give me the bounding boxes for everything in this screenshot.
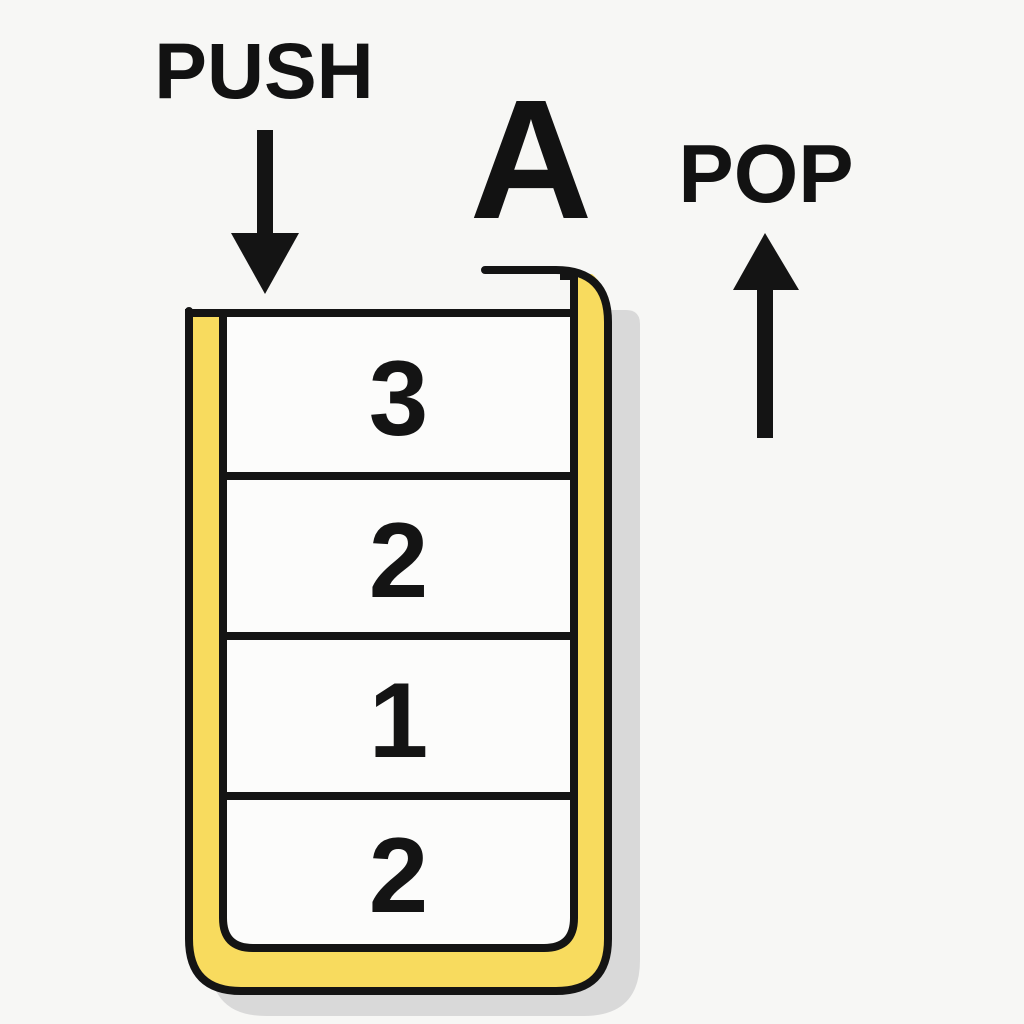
down-arrow-head: [231, 233, 299, 294]
pop-label: POP: [678, 127, 854, 220]
stack-interior: [223, 313, 574, 948]
stack-cells: 3 2 1 2: [227, 317, 570, 943]
stack-cell: 1: [227, 640, 570, 792]
stack-cell: 2: [227, 480, 570, 632]
down-arrow-icon: [231, 130, 299, 294]
stack-cell-value: 3: [368, 338, 429, 458]
up-arrow-icon: [733, 233, 799, 438]
stack-cell-value: 2: [368, 815, 429, 935]
push-label: PUSH: [154, 26, 374, 115]
stack-outer-outline: [185, 266, 612, 995]
operand-value: A: [469, 65, 593, 255]
stack-cell: 2: [227, 800, 570, 943]
up-arrow-shaft: [757, 288, 773, 438]
stack-cell-value: 2: [368, 499, 429, 620]
stack-cell: 3: [227, 317, 570, 472]
down-arrow-shaft: [257, 130, 273, 237]
stack-cell-value: 1: [368, 659, 429, 780]
up-arrow-head: [733, 233, 799, 290]
stack-inner-outline: [219, 272, 578, 952]
